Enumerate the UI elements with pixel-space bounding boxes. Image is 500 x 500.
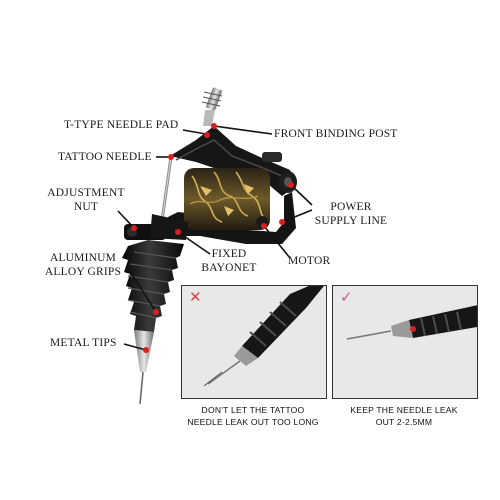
caption-right-line1: KEEP THE NEEDLE LEAK <box>350 405 458 415</box>
leader-lines <box>117 125 313 351</box>
wrong-example-illustration <box>182 286 326 398</box>
caption-right-example: KEEP THE NEEDLE LEAK OUT 2-2.5MM <box>324 404 484 428</box>
label-adjustment-nut-line1: ADJUSTMENT <box>47 187 125 199</box>
tattoo-needle <box>159 156 173 229</box>
label-fixed-bayonet-line2: BAYONET <box>201 262 257 274</box>
label-motor: MOTOR <box>288 255 331 267</box>
caption-wrong-line2: NEEDLE LEAK OUT TOO LONG <box>187 417 319 427</box>
caption-right-line2: OUT 2-2.5MM <box>375 417 433 427</box>
label-tattoo-needle: TATTOO NEEDLE <box>58 151 152 163</box>
label-metal-tips: METAL TIPS <box>50 337 117 349</box>
label-fixed-bayonet-line1: FIXED <box>211 248 247 260</box>
panel-right-example: ✓ <box>332 285 478 399</box>
label-aluminum-alloy-grips-line1: ALUMINUM <box>49 252 117 264</box>
label-power-supply-line2: SUPPLY LINE <box>314 215 388 227</box>
right-example-illustration <box>333 286 477 398</box>
metal-tip <box>134 330 154 405</box>
panel-wrong-example: ✕ <box>181 285 327 399</box>
label-adjustment-nut: ADJUSTMENT NUT <box>46 186 126 214</box>
good-check-icon: ✓ <box>340 288 353 306</box>
label-aluminum-alloy-grips: ALUMINUM ALLOY GRIPS <box>36 251 130 279</box>
marker-dots <box>131 123 294 353</box>
label-power-supply-line: POWER SUPPLY LINE <box>306 200 396 228</box>
label-fixed-bayonet: FIXED BAYONET <box>196 247 262 275</box>
label-front-binding-post: FRONT BINDING POST <box>274 128 398 140</box>
label-aluminum-alloy-grips-line2: ALLOY GRIPS <box>44 266 122 278</box>
caption-wrong-line1: DON'T LET THE TATTOO <box>201 405 305 415</box>
front-binding-post <box>201 87 223 126</box>
bad-x-icon: ✕ <box>189 288 202 306</box>
label-power-supply-line1: POWER <box>330 201 372 213</box>
caption-wrong-example: DON'T LET THE TATTOO NEEDLE LEAK OUT TOO… <box>173 404 333 428</box>
label-t-type-needle-pad: T-TYPE NEEDLE PAD <box>64 119 179 131</box>
label-adjustment-nut-line2: NUT <box>73 201 99 213</box>
coil-body <box>184 168 270 230</box>
aluminum-grip <box>122 240 184 332</box>
